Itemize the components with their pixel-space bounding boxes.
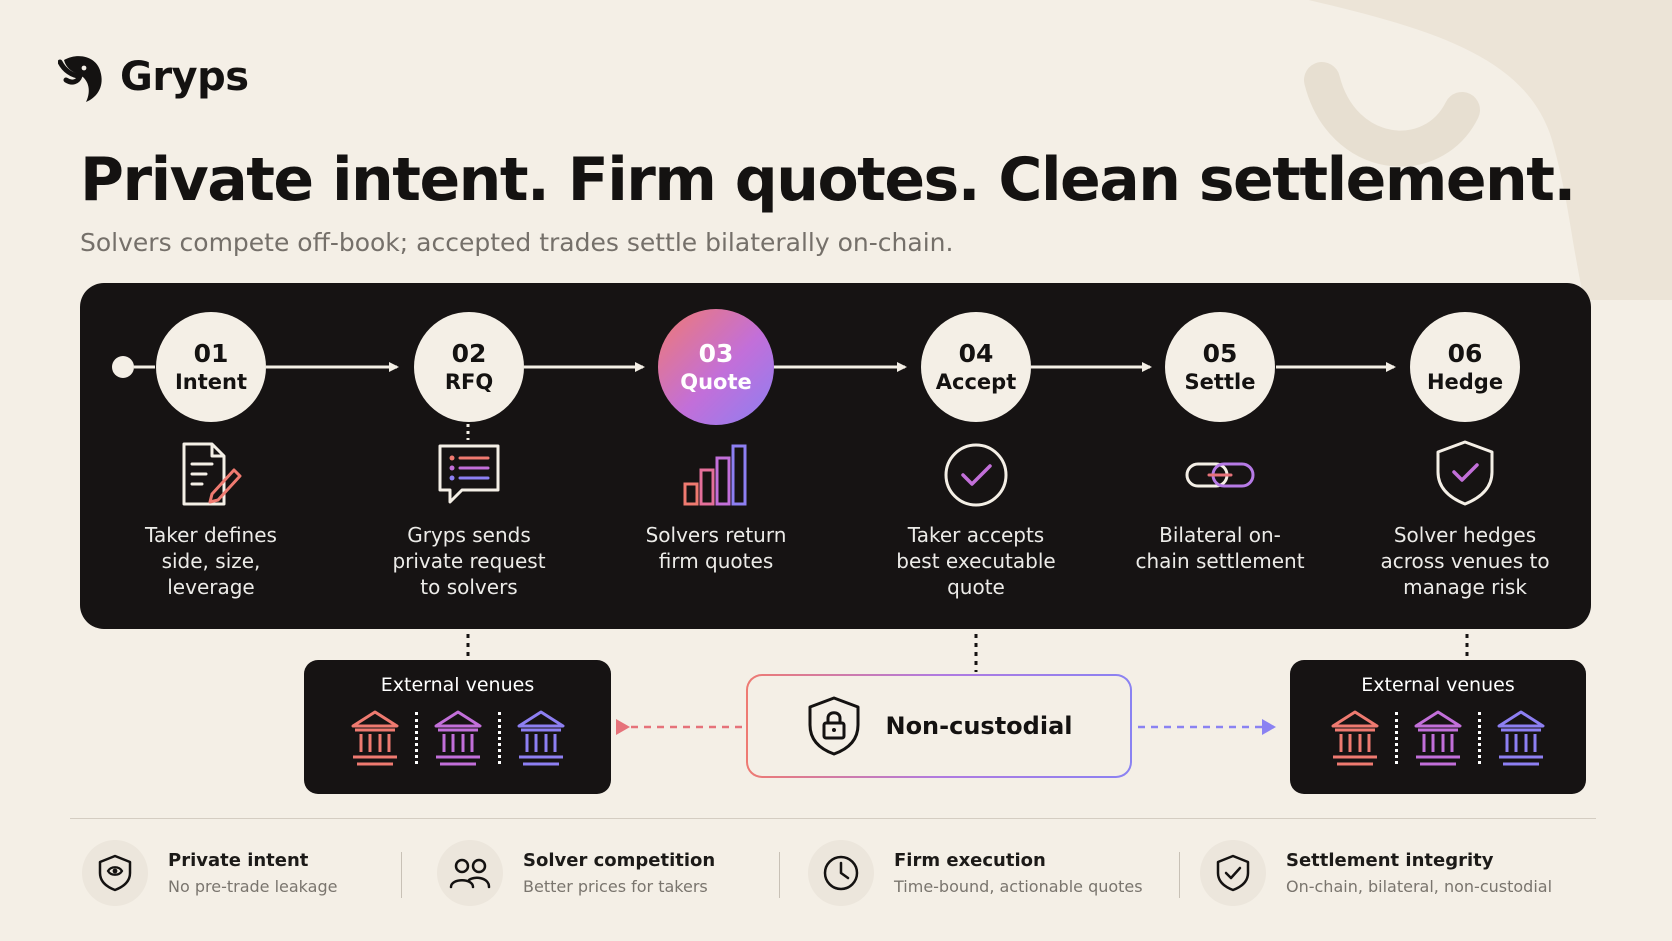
feature-separator	[401, 852, 402, 898]
step-node-intent[interactable]: 01 Intent	[156, 312, 266, 422]
feature-settlement-integrity: Settlement integrity On-chain, bilateral…	[1200, 840, 1552, 906]
step-description: Taker defines side, size, leverage	[145, 523, 277, 599]
step-description: Solver hedges across venues to manage ri…	[1380, 523, 1550, 599]
process-panel	[80, 283, 1591, 629]
feature-title: Private intent	[168, 850, 309, 871]
venue-separator	[497, 712, 501, 764]
feature-solver-competition: Solver competition Better prices for tak…	[437, 840, 715, 906]
step-node-hedge[interactable]: 06 Hedge	[1410, 312, 1520, 422]
step-node-rfq[interactable]: 02 RFQ	[414, 312, 524, 422]
bar-chart-icon	[683, 444, 747, 506]
brand-logo[interactable]: Gryps	[58, 50, 249, 104]
external-venues-right: External venues	[1290, 660, 1586, 794]
step-number: 06	[1447, 339, 1483, 368]
feature-firm-execution: Firm execution Time-bound, actionable qu…	[808, 840, 1143, 906]
step-description: Solvers return firm quotes	[645, 523, 787, 573]
venue-separator	[1478, 712, 1481, 764]
step-label: Intent	[174, 370, 248, 394]
step-number: 02	[451, 339, 487, 368]
external-venues-left: External venues	[304, 660, 611, 794]
venue-title: External venues	[380, 674, 535, 696]
page-subtitle: Solvers compete off-book; accepted trade…	[80, 228, 954, 257]
step-number: 04	[958, 339, 994, 368]
feature-title: Firm execution	[894, 850, 1046, 871]
step-label: Hedge	[1426, 370, 1504, 394]
users-icon	[437, 840, 503, 906]
step-number: 05	[1202, 339, 1238, 368]
shield-check-icon	[1436, 440, 1494, 506]
step-node-accept[interactable]: 04 Accept	[921, 312, 1031, 422]
feature-desc: No pre-trade leakage	[168, 877, 338, 896]
bank-icon	[1331, 710, 1379, 766]
shield-check-icon	[1200, 840, 1266, 906]
non-custodial-label: Non-custodial	[885, 712, 1073, 740]
brand-name: Gryps	[120, 54, 249, 100]
step-label: Accept	[935, 370, 1017, 394]
step-number: 01	[193, 339, 229, 368]
step-description: Bilateral on-chain settlement	[1135, 523, 1305, 573]
step-description: Gryps sends private request to solvers	[392, 523, 546, 599]
venue-separator	[1395, 712, 1398, 764]
bank-icon	[1414, 710, 1462, 766]
footer-divider	[70, 818, 1596, 819]
shield-lock-icon	[808, 696, 860, 756]
background-logo-watermark	[1192, 0, 1672, 300]
feature-separator	[779, 852, 780, 898]
feature-title: Solver competition	[523, 850, 716, 871]
step-label: Settle	[1184, 370, 1256, 394]
gryps-logo-icon	[58, 56, 102, 102]
page-title: Private intent. Firm quotes. Clean settl…	[80, 145, 1576, 215]
bank-icon	[434, 710, 481, 766]
check-circle-icon	[944, 443, 1008, 507]
step-description: Taker accepts best executable quote	[896, 523, 1056, 599]
venue-separator	[414, 712, 418, 764]
feature-desc: Time-bound, actionable quotes	[894, 877, 1143, 896]
step-label: RFQ	[444, 370, 494, 394]
step-label: Quote	[680, 370, 752, 394]
step-node-quote[interactable]: 03 Quote	[658, 309, 774, 425]
chain-link-icon	[1185, 462, 1255, 488]
feature-private-intent: Private intent No pre-trade leakage	[82, 840, 337, 906]
clock-icon	[808, 840, 874, 906]
bank-icon	[351, 710, 398, 766]
feature-desc: Better prices for takers	[523, 877, 708, 896]
bank-icon	[517, 710, 564, 766]
chat-list-icon	[438, 444, 500, 504]
step-node-settle[interactable]: 05 Settle	[1165, 312, 1275, 422]
venue-title: External venues	[1361, 674, 1515, 696]
document-pen-icon	[182, 442, 242, 506]
feature-separator	[1179, 852, 1180, 898]
feature-desc: On-chain, bilateral, non-custodial	[1286, 877, 1553, 896]
feature-title: Settlement integrity	[1286, 850, 1494, 871]
step-number: 03	[698, 339, 734, 368]
shield-eye-icon	[82, 840, 148, 906]
bank-icon	[1497, 710, 1545, 766]
non-custodial-box: Non-custodial	[746, 674, 1132, 778]
